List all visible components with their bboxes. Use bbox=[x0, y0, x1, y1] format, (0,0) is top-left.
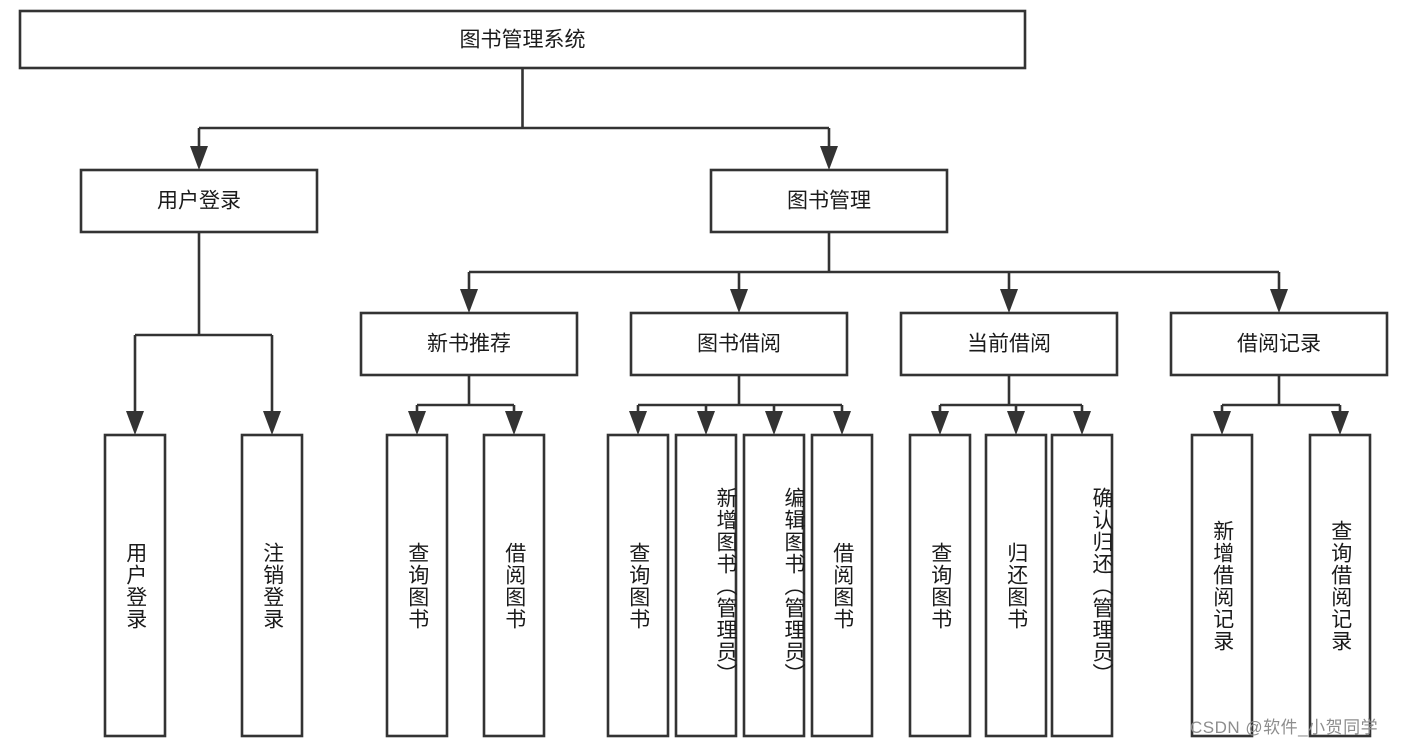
node-new-book-recommend-label: 新书推荐 bbox=[427, 333, 511, 356]
arrowhead-nb-borrow-book bbox=[505, 411, 523, 435]
node-user-login-label: 用户登录 bbox=[157, 190, 241, 213]
arrowhead-book-manage bbox=[820, 146, 838, 170]
node-current-borrow-box[interactable] bbox=[899, 311, 1119, 377]
connector-group-borrow-record bbox=[1213, 375, 1349, 435]
node-cb-confirm-return-box[interactable] bbox=[1050, 433, 1114, 738]
node-book-borrow[interactable]: 图书借阅 bbox=[629, 311, 849, 377]
node-book-manage-label: 图书管理 bbox=[787, 190, 871, 213]
node-cb-query-book-box[interactable] bbox=[908, 433, 972, 738]
node-borrow-record[interactable]: 借阅记录 bbox=[1169, 311, 1389, 377]
node-book-manage[interactable]: 图书管理 bbox=[709, 168, 949, 234]
arrowhead-new-book-recommend bbox=[460, 289, 478, 313]
node-root[interactable]: 图书管理系统 bbox=[18, 9, 1027, 70]
connector-group-current-borrow bbox=[931, 375, 1091, 435]
node-bb-add-book-box[interactable] bbox=[674, 433, 738, 738]
arrowhead-book-borrow bbox=[730, 289, 748, 313]
node-user-logout-box[interactable] bbox=[240, 433, 304, 738]
connector-group-book-manage bbox=[460, 232, 1288, 313]
arrowhead-br-query-record bbox=[1331, 411, 1349, 435]
node-bb-edit-book-box[interactable] bbox=[742, 433, 806, 738]
arrowhead-br-add-record bbox=[1213, 411, 1231, 435]
csdn-watermark: CSDN @软件_小贺同学 bbox=[1190, 718, 1379, 737]
arrowhead-user-login bbox=[190, 146, 208, 170]
node-book-borrow-label: 图书借阅 bbox=[697, 333, 781, 356]
node-user-login-do-box[interactable] bbox=[103, 433, 167, 738]
node-new-book-recommend[interactable]: 新书推荐 bbox=[359, 311, 579, 377]
node-borrow-record-box[interactable] bbox=[1169, 311, 1389, 377]
arrowhead-bb-borrow-book bbox=[833, 411, 851, 435]
node-book-manage-box[interactable] bbox=[709, 168, 949, 234]
arrowhead-cb-confirm-return bbox=[1073, 411, 1091, 435]
node-bb-borrow-book-box[interactable] bbox=[810, 433, 874, 738]
node-current-borrow[interactable]: 当前借阅 bbox=[899, 311, 1119, 377]
connector-group-root bbox=[190, 68, 838, 170]
node-bb-query-book-box[interactable] bbox=[606, 433, 670, 738]
arrowhead-user-logout bbox=[263, 411, 281, 435]
node-book-borrow-box[interactable] bbox=[629, 311, 849, 377]
arrowhead-bb-query-book bbox=[629, 411, 647, 435]
node-br-query-record-box[interactable] bbox=[1308, 433, 1372, 738]
connector-group-user-login bbox=[126, 232, 281, 435]
arrowhead-bb-edit-book bbox=[765, 411, 783, 435]
node-nb-borrow-book-box[interactable] bbox=[482, 433, 546, 738]
node-user-login[interactable]: 用户登录 bbox=[79, 168, 319, 234]
connector-group-book-borrow bbox=[629, 375, 851, 435]
node-root-box[interactable] bbox=[18, 9, 1027, 70]
arrowhead-borrow-record bbox=[1270, 289, 1288, 313]
node-root-label: 图书管理系统 bbox=[460, 29, 586, 52]
node-new-book-recommend-box[interactable] bbox=[359, 311, 579, 377]
connector-group-new-book-recommend bbox=[408, 375, 523, 435]
arrowhead-user-login-do bbox=[126, 411, 144, 435]
arrowhead-cb-return-book bbox=[1007, 411, 1025, 435]
node-user-login-box[interactable] bbox=[79, 168, 319, 234]
node-nb-query-book-box[interactable] bbox=[385, 433, 449, 738]
arrowhead-nb-query-book bbox=[408, 411, 426, 435]
node-borrow-record-label: 借阅记录 bbox=[1237, 333, 1321, 356]
node-current-borrow-label: 当前借阅 bbox=[967, 333, 1051, 356]
arrowhead-bb-add-book bbox=[697, 411, 715, 435]
node-cb-return-book-box[interactable] bbox=[984, 433, 1048, 738]
arrowhead-cb-query-book bbox=[931, 411, 949, 435]
arrowhead-current-borrow bbox=[1000, 289, 1018, 313]
node-br-add-record-box[interactable] bbox=[1190, 433, 1254, 738]
